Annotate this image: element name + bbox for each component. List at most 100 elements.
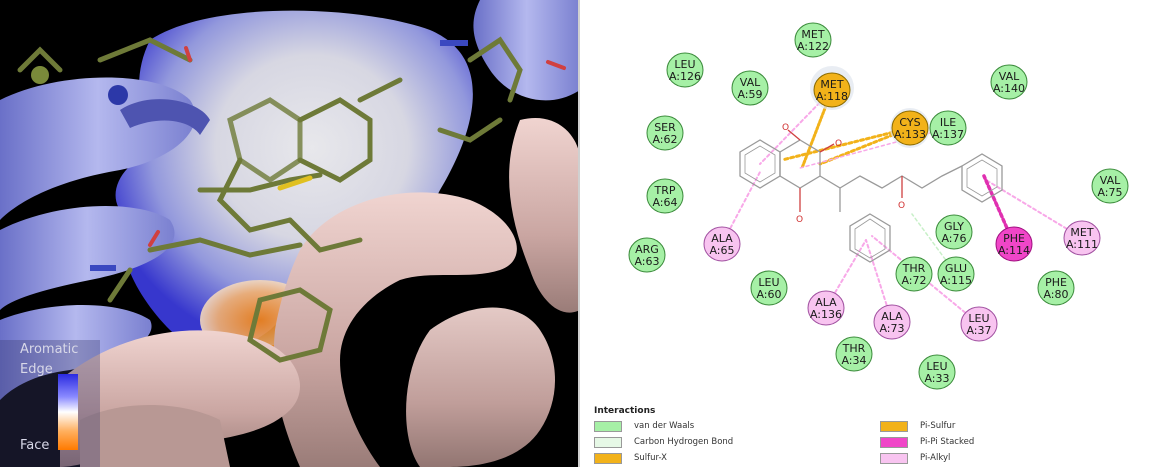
residue-name: PHE [1045,276,1067,289]
residue-name: VAL [1100,174,1121,187]
residue-disc [1063,220,1101,256]
residue-number: A:76 [941,232,966,245]
residue-name: ARG [635,243,659,256]
3d-structure-view[interactable]: Aromatic Edge Face [0,0,580,467]
residue-disc [1037,270,1075,306]
svg-text:O: O [835,139,842,149]
svg-text:O: O [796,215,803,225]
residue-number: A:140 [993,82,1025,95]
residue-disc [873,304,911,340]
residue-name: MET [1070,226,1093,239]
residue-disc [731,70,769,106]
residue-name: THR [902,262,926,275]
residue-number: A:111 [1066,238,1098,251]
residue-disc [1091,168,1129,204]
residue-number: A:60 [756,288,781,301]
residue-name: TRP [654,184,676,197]
residue-number: A:59 [737,88,762,101]
legend-swatch [880,436,908,448]
residue-disc [750,270,788,306]
legend-label: Pi-Alkyl [920,453,951,463]
residue-number: A:72 [901,274,926,287]
legend-label: Pi-Pi Stacked [920,437,975,447]
residue-name: MET [801,28,824,41]
legend-swatch [594,420,622,432]
residue-number: A:137 [932,128,964,141]
legend-swatch [594,436,622,448]
residue-disc [666,52,704,88]
residue-name: LEU [674,58,695,71]
residue-number: A:114 [998,244,1030,257]
residue-disc [807,290,845,326]
residue-name: ILE [940,116,956,129]
legend-item-van-der-waals: van der Waals [594,419,694,433]
3d-render [0,0,578,467]
residue-number: A:63 [634,255,659,268]
residue-disc [918,354,956,390]
residue-disc [895,256,933,292]
legend-item-carbon-hydrogen-bond: Carbon Hydrogen Bond [594,435,733,449]
residue-name: PHE [1003,232,1025,245]
residue-name: ALA [711,232,733,245]
residue-name: ALA [881,310,903,323]
interaction-line-cys133 [780,126,912,162]
residue-disc [813,72,851,108]
residue-disc [929,110,967,146]
residue-number: A:136 [810,308,842,321]
scale-label-face: Face [20,438,50,453]
aromatic-scale-bar [58,374,78,450]
residue-number: A:33 [924,372,949,385]
residue-disc [990,64,1028,100]
residue-number: A:80 [1043,288,1068,301]
residue-disc [960,306,998,342]
residue-number: A:75 [1097,186,1122,199]
svg-text:O: O [782,123,789,133]
legend-item-pi-sulfur: Pi-Sulfur [880,419,955,433]
legend-swatch [880,420,908,432]
residue-name: LEU [758,276,779,289]
residue-name: VAL [740,76,761,89]
residue-number: A:118 [816,90,848,103]
residue-disc [935,214,973,250]
residue-disc [794,22,832,58]
legend-label: Carbon Hydrogen Bond [634,437,734,447]
legend-item-pi-alkyl: Pi-Alkyl [880,451,950,465]
residue-disc [937,256,975,292]
residue-name: GLU [945,262,967,275]
svg-text:O: O [898,201,905,211]
ligand-sticks [17,36,523,363]
residue-number: A:62 [652,133,677,146]
interactions-legend: Interactions van der Waals Carbon Hydrog… [592,404,1147,467]
residue-name: LEU [926,360,947,373]
legend-title: Interactions [594,406,656,416]
residue-number: A:65 [709,244,734,257]
residue-number: A:115 [940,274,972,287]
legend-label: Pi-Sulfur [920,421,956,431]
